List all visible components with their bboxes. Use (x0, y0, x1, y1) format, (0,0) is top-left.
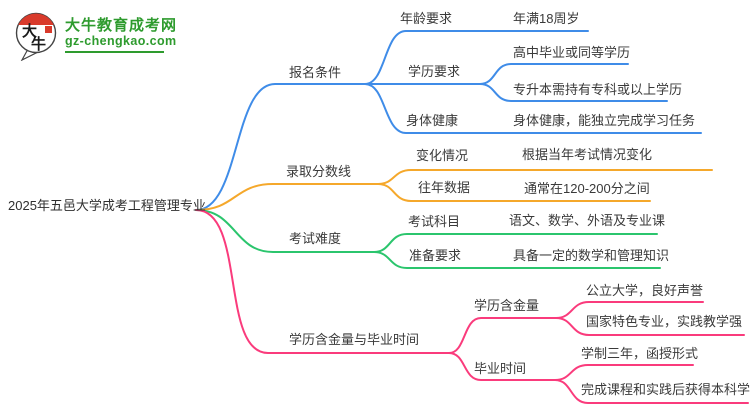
logo-char-da: 大 (22, 22, 37, 40)
node-degree-value: 学历含金量 (474, 298, 540, 313)
node-exam-subjects: 考试科目 (408, 214, 461, 229)
edge-education-to-highschool (479, 63, 629, 85)
edge-score-to-history (377, 183, 651, 202)
leaf-score-change-detail: 根据当年考试情况变化 (522, 147, 653, 162)
leaf-health-detail: 身体健康，能独立完成学习任务 (513, 113, 696, 128)
edge-degree-to-value (448, 317, 557, 354)
node-health: 身体健康 (406, 113, 459, 128)
leaf-score-range: 通常在120-200分之间 (524, 181, 650, 196)
edge-graduation-to-years (554, 364, 694, 381)
edge-difficulty-to-preparation (373, 251, 661, 269)
node-exam-difficulty: 考试难度 (289, 231, 342, 246)
leaf-three-years: 学制三年，函授形式 (581, 346, 699, 361)
edge-root-to-score (195, 183, 379, 211)
edge-value-to-public (555, 301, 704, 319)
node-age-requirement: 年龄要求 (400, 11, 453, 26)
edge-root-to-difficulty (195, 209, 375, 253)
node-enrollment-requirements: 报名条件 (289, 65, 342, 80)
edge-education-to-college (479, 83, 668, 102)
edge-enrollment-to-age (364, 30, 589, 85)
node-preparation: 准备要求 (409, 248, 462, 263)
leaf-national-feature: 国家特色专业，实践教学强 (586, 314, 743, 329)
edge-graduation-to-complete (554, 379, 749, 404)
node-degree-value-graduation: 学历含金量与毕业时间 (289, 332, 420, 347)
leaf-subjects-detail: 语文、数学、外语及专业课 (509, 213, 666, 228)
logo-domain-text: gz-chengkao.com (65, 34, 177, 48)
leaf-preparation-detail: 具备一定的数学和管理知识 (513, 248, 670, 263)
node-score-history: 往年数据 (418, 180, 471, 195)
leaf-public-university: 公立大学，良好声誉 (586, 283, 704, 298)
leaf-highschool: 高中毕业或同等学历 (513, 45, 631, 60)
node-graduation-time: 毕业时间 (474, 361, 527, 376)
root-node: 2025年五邑大学成考工程管理专业 (8, 198, 206, 213)
logo-brand-text: 大牛教育成考网 (65, 17, 178, 34)
leaf-bachelor-degree: 完成课程和实践后获得本科学历 (581, 382, 750, 397)
node-admission-score: 录取分数线 (286, 164, 352, 179)
node-score-change: 变化情况 (416, 148, 469, 163)
node-education-requirement: 学历要求 (408, 64, 461, 79)
site-logo: 大 牛 大牛教育成考网 gz-chengkao.com (14, 11, 177, 61)
edge-value-to-feature (555, 317, 745, 336)
logo-bull-icon: 大 牛 (15, 12, 57, 61)
edge-root-to-degree (195, 209, 450, 354)
leaf-college-upgrade: 专升本需持有专科或以上学历 (513, 82, 683, 97)
edge-root-to-enrollment (195, 83, 366, 211)
edge-enrollment-to-health (364, 83, 702, 134)
logo-char-niu: 牛 (31, 35, 46, 53)
leaf-age-18: 年满18周岁 (513, 11, 580, 26)
logo-underline (65, 51, 164, 53)
edge-difficulty-to-subjects (373, 233, 658, 253)
edge-degree-to-graduation (448, 352, 556, 381)
